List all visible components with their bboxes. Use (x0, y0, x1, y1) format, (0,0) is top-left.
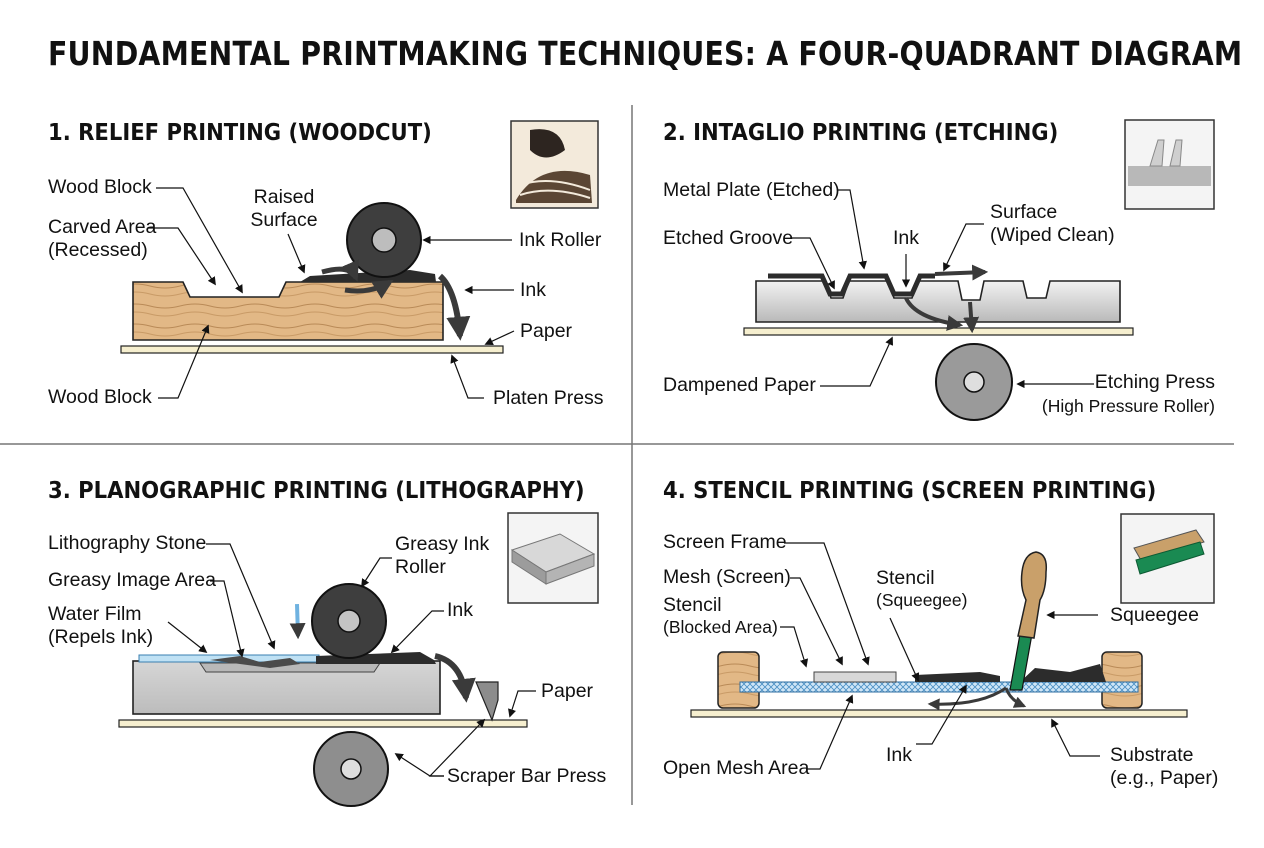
label-platen-press: Platen Press (493, 387, 604, 409)
label-litho-paper: Paper (541, 680, 594, 702)
label-mesh-screen: Mesh (Screen) (663, 566, 791, 588)
label-wood-block-bottom: Wood Block (48, 386, 152, 408)
label-etching-press-1: Etching Press (1094, 371, 1215, 393)
litho-paper (118, 719, 528, 728)
screen-printing-illustration (690, 513, 1215, 770)
mesh-screen (739, 681, 1139, 693)
metal-plate (755, 280, 1121, 323)
squeegee-handle (1017, 551, 1048, 639)
label-squeegee: Squeegee (1110, 604, 1199, 626)
label-etched-groove: Etched Groove (663, 227, 794, 249)
label-greasy-ink-roller-2: Roller (395, 556, 446, 578)
label-greasy-ink-roller-1: Greasy Ink (395, 533, 490, 555)
substrate-sheet (690, 709, 1188, 718)
label-stencil-squeegee-1: Stencil (876, 567, 935, 589)
label-open-mesh-area: Open Mesh Area (663, 757, 810, 779)
label-screen-ink: Ink (886, 744, 913, 766)
label-metal-plate: Metal Plate (Etched) (663, 179, 840, 201)
etching-thumbnail (1124, 119, 1215, 210)
label-surface-2: (Wiped Clean) (990, 224, 1115, 246)
label-ink: Ink (520, 279, 547, 301)
quadrant-title-relief: 1. RELIEF PRINTING (WOODCUT) (48, 118, 432, 146)
page-title: FUNDAMENTAL PRINTMAKING TECHNIQUES: A FO… (48, 34, 1243, 73)
label-dampened-paper: Dampened Paper (663, 374, 816, 396)
intaglio-illustration (743, 119, 1215, 421)
wood-block (132, 281, 444, 341)
scraper-bar (475, 681, 499, 722)
label-water-film-2: (Repels Ink) (48, 626, 154, 648)
lithography-illustration (118, 512, 599, 807)
label-greasy-image-area: Greasy Image Area (48, 569, 216, 591)
label-lithography-stone: Lithography Stone (48, 532, 207, 554)
platen-press-bed (120, 345, 504, 354)
label-ink-roller: Ink Roller (519, 229, 602, 251)
quadrant-title-screen: 4. STENCIL PRINTING (SCREEN PRINTING) (663, 476, 1157, 504)
screen-frame-left (717, 651, 760, 709)
screen-frame-right (1101, 651, 1143, 709)
dampened-paper-sheet (743, 327, 1134, 336)
stencil-block (813, 671, 897, 683)
label-raised-surface-2: Surface (250, 209, 318, 231)
label-screen-frame: Screen Frame (663, 531, 787, 553)
label-raised-surface-1: Raised (253, 186, 315, 208)
label-wood-block-top: Wood Block (48, 176, 152, 198)
label-surface-1: Surface (990, 201, 1058, 223)
label-carved-area-2: (Recessed) (48, 239, 148, 261)
label-stencil-1: Stencil (663, 594, 722, 616)
label-stencil-squeegee-2: (Squeegee) (876, 590, 968, 610)
label-litho-ink: Ink (447, 599, 474, 621)
quadrant-title-lithography: 3. PLANOGRAPHIC PRINTING (LITHOGRAPHY) (48, 476, 585, 504)
label-scraper-bar-press: Scraper Bar Press (447, 765, 607, 787)
label-paper: Paper (520, 320, 573, 342)
label-stencil-2: (Blocked Area) (663, 617, 778, 637)
relief-illustration (120, 120, 599, 399)
quadrant-title-intaglio: 2. INTAGLIO PRINTING (ETCHING) (663, 118, 1059, 146)
label-substrate-1: Substrate (1110, 744, 1194, 766)
label-water-film-1: Water Film (48, 603, 142, 625)
label-substrate-2: (e.g., Paper) (1110, 767, 1219, 789)
label-intaglio-ink: Ink (893, 227, 920, 249)
label-etching-press-2: (High Pressure Roller) (1041, 396, 1215, 416)
intaglio-ink (768, 273, 935, 297)
label-carved-area-1: Carved Area (48, 216, 157, 238)
